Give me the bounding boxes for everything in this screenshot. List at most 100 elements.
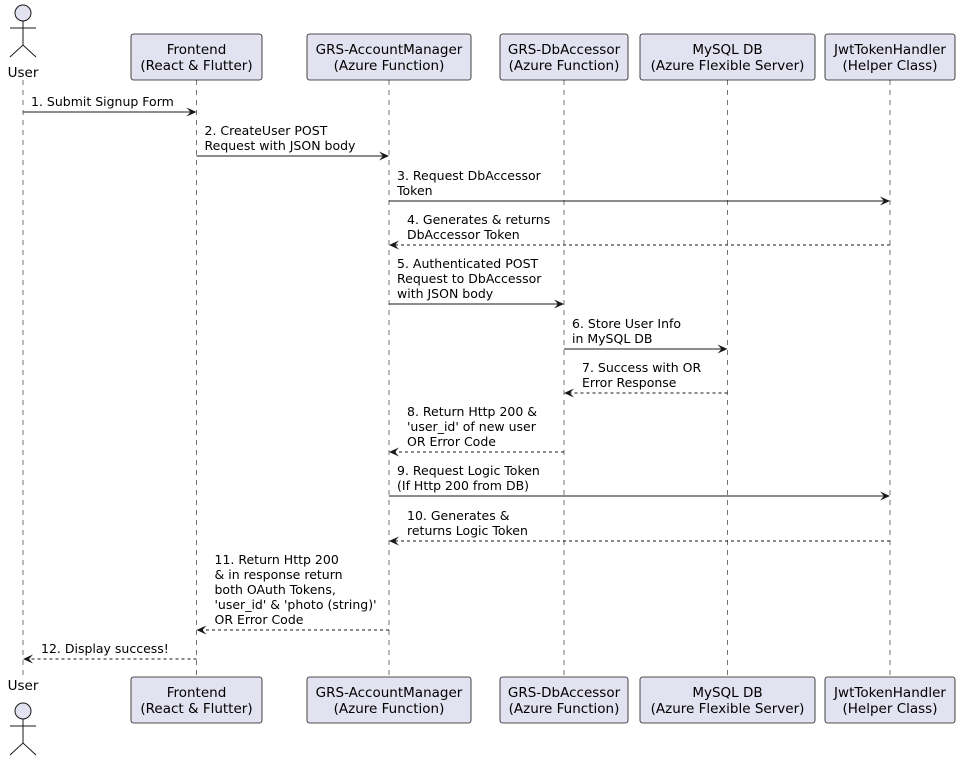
participant-frontend-top: Frontend(React & Flutter) (130, 33, 263, 81)
arrowhead-icon (379, 151, 389, 161)
actor-head-icon (14, 4, 32, 22)
message-1: 1. Submit Signup Form (23, 94, 197, 117)
message-label-line: Request to DbAccessor (397, 271, 542, 286)
arrowhead-icon (554, 299, 564, 309)
message-label-line: 1. Submit Signup Form (31, 94, 174, 109)
message-12: 12. Display success! (23, 641, 197, 664)
participant-label-line: (Helper Class) (843, 701, 938, 717)
participant-box (130, 676, 263, 724)
actor-legs-icon (9, 44, 37, 58)
participant-label-line: GRS-DbAccessor (508, 42, 621, 58)
message-label-line: 11. Return Http 200 (215, 552, 339, 567)
participant-box (639, 676, 816, 724)
message-label-line: DbAccessor Token (407, 227, 520, 242)
participants-top: User Frontend(React & Flutter) GRS-Account… (8, 4, 956, 81)
participant-label-line: Frontend (167, 685, 227, 701)
message-label-line: both OAuth Tokens, (215, 582, 336, 597)
message-label-line: OR Error Code (407, 434, 496, 449)
participant-label-line: (Azure Flexible Server) (651, 58, 805, 74)
participant-label-line: MySQL DB (692, 42, 762, 58)
message-label-line: 7. Success with OR (582, 360, 702, 375)
participant-label-line: JwtTokenHandler (833, 685, 946, 701)
arrowhead-icon (196, 625, 207, 635)
actor-head-icon (14, 702, 32, 720)
participant-jwt-top: JwtTokenHandler(Helper Class) (824, 33, 956, 81)
participant-label-line: (Azure Function) (509, 58, 620, 74)
participant-account_manager-bottom: GRS-AccountManager(Azure Function) (306, 676, 472, 724)
message-label-line: OR Error Code (215, 612, 304, 627)
message-label-line: Error Response (582, 375, 677, 390)
participant-account_manager-top: GRS-AccountManager(Azure Function) (306, 33, 472, 81)
participant-label-line: MySQL DB (692, 685, 762, 701)
arrowhead-icon (389, 447, 399, 457)
participant-label-line: GRS-DbAccessor (508, 685, 621, 701)
participant-box (306, 676, 472, 724)
message-label-line: 10. Generates & (407, 508, 510, 523)
arrowhead-icon (389, 536, 399, 546)
participant-user-top: User (8, 4, 39, 81)
participant-mysql-bottom: MySQL DB(Azure Flexible Server) (639, 676, 816, 724)
message-label-line: in MySQL DB (572, 331, 652, 346)
arrowhead-icon (186, 107, 197, 117)
participant-label-line: JwtTokenHandler (833, 42, 946, 58)
message-label-line: 8. Return Http 200 & (407, 404, 537, 419)
participant-mysql-top: MySQL DB(Azure Flexible Server) (639, 33, 816, 81)
participant-box (824, 33, 956, 81)
participant-box (306, 33, 472, 81)
message-label-line: 6. Store User Info (572, 316, 681, 331)
participant-box (499, 676, 629, 724)
participant-label-line: (React & Flutter) (140, 58, 252, 74)
message-10: 10. Generates &returns Logic Token (389, 508, 890, 546)
message-9: 9. Request Logic Token(If Http 200 from … (389, 463, 890, 501)
arrowhead-icon (23, 654, 33, 664)
participant-box (824, 676, 956, 724)
message-label-line: 12. Display success! (41, 641, 169, 656)
participants-bottom: User Frontend(React & Flutter) GRS-Account… (8, 676, 956, 756)
participant-label-line: GRS-AccountManager (316, 685, 463, 701)
participant-label: User (8, 65, 39, 81)
message-label-line: Token (396, 183, 433, 198)
message-label-line: with JSON body (397, 286, 494, 301)
message-8: 8. Return Http 200 &'user_id' of new use… (389, 404, 564, 457)
message-label-line: 5. Authenticated POST (397, 256, 539, 271)
participant-frontend-bottom: Frontend(React & Flutter) (130, 676, 263, 724)
message-label-line: 'user_id' of new user (407, 419, 537, 434)
participant-db_accessor-top: GRS-DbAccessor(Azure Function) (499, 33, 629, 81)
participant-db_accessor-bottom: GRS-DbAccessor(Azure Function) (499, 676, 629, 724)
participant-box (130, 33, 263, 81)
participant-label-line: (Azure Flexible Server) (651, 701, 805, 717)
message-label-line: 2. CreateUser POST (205, 123, 328, 138)
message-label-line: returns Logic Token (407, 523, 528, 538)
message-11: 11. Return Http 200& in response returnb… (196, 552, 389, 635)
arrowhead-icon (389, 240, 399, 250)
participant-label-line: (React & Flutter) (140, 701, 252, 717)
arrowhead-icon (880, 491, 890, 501)
arrowhead-icon (717, 344, 728, 354)
participant-label-line: (Azure Function) (334, 58, 445, 74)
arrowhead-icon (880, 196, 890, 206)
participant-label-line: (Helper Class) (843, 58, 938, 74)
participant-label-line: (Azure Function) (334, 701, 445, 717)
participant-jwt-bottom: JwtTokenHandler(Helper Class) (824, 676, 956, 724)
participant-label-line: Frontend (167, 42, 227, 58)
participant-box (499, 33, 629, 81)
participant-label-line: GRS-AccountManager (316, 42, 463, 58)
participant-box (639, 33, 816, 81)
actor-legs-icon (9, 742, 37, 756)
message-label-line: 9. Request Logic Token (397, 463, 540, 478)
participant-label: User (8, 678, 39, 694)
participant-user-bottom: User (8, 678, 39, 756)
arrowhead-icon (564, 388, 574, 398)
message-label-line: (If Http 200 from DB) (397, 478, 529, 493)
message-label-line: & in response return (215, 567, 343, 582)
message-label-line: 3. Request DbAccessor (397, 168, 542, 183)
message-label-line: 'user_id' & 'photo (string)' (215, 597, 377, 612)
